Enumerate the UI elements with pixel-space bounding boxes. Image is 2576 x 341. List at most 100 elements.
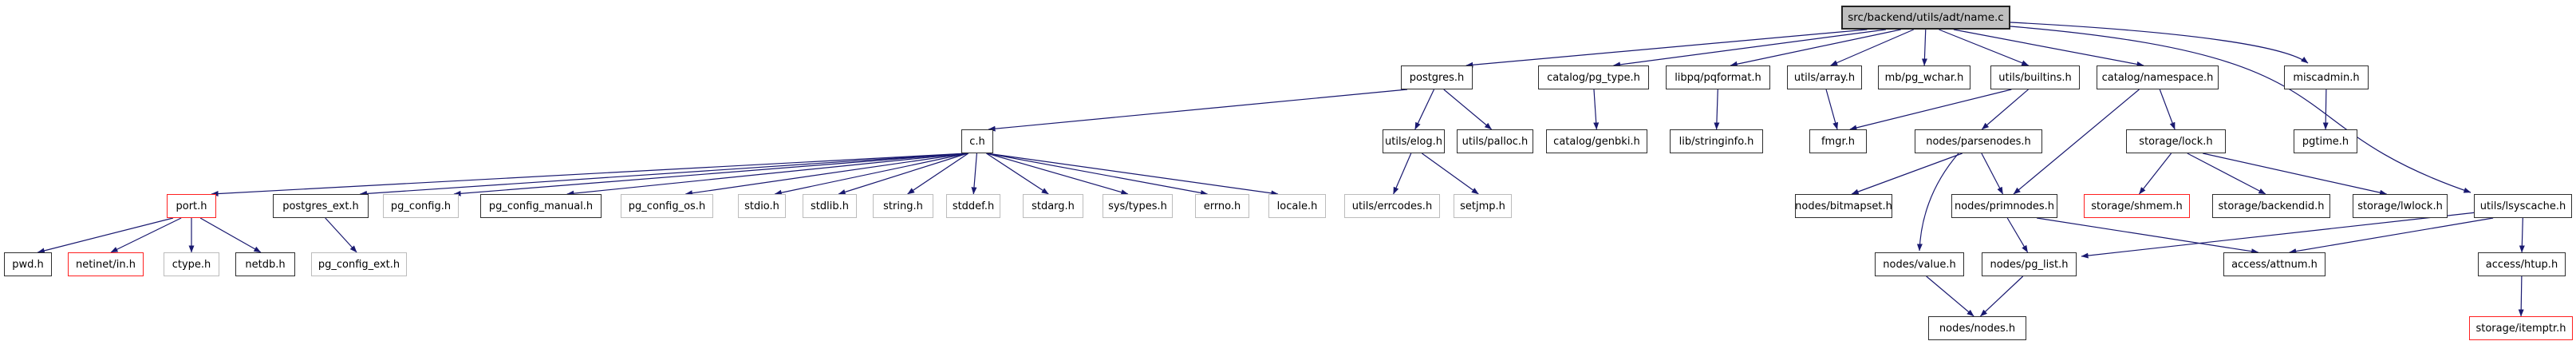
graph-node-stringinfo[interactable]: lib/stringinfo.h xyxy=(1670,129,1763,153)
graph-node-postgres[interactable]: postgres.h xyxy=(1401,65,1473,89)
graph-node-errno[interactable]: errno.h xyxy=(1195,194,1249,218)
graph-node-palloc[interactable]: utils/palloc.h xyxy=(1457,129,1533,153)
edge-lock-to-lwlock xyxy=(2203,153,2388,196)
edge-root-to-wchar xyxy=(1921,29,1927,66)
graph-node-stdio[interactable]: stdio.h xyxy=(738,194,786,218)
edge-c-to-port xyxy=(211,153,968,197)
graph-node-netdb[interactable]: netdb.h xyxy=(235,252,295,276)
graph-node-c[interactable]: c.h xyxy=(961,129,993,153)
graph-node-root[interactable]: src/backend/utils/adt/name.c xyxy=(1841,6,2010,30)
graph-node-port[interactable]: port.h xyxy=(167,194,216,218)
graph-node-value[interactable]: nodes/value.h xyxy=(1875,252,1964,276)
edge-value-to-nodes xyxy=(1926,276,1974,317)
edge-namespace-to-lock xyxy=(2159,89,2176,130)
edge-postgres-to-c xyxy=(988,89,1408,132)
edge-parsenodes-to-primnodes xyxy=(1981,153,2004,195)
edge-c-to-stdarg xyxy=(986,153,1049,195)
edge-root-to-miscadmin xyxy=(2010,22,2309,64)
edge-c-to-stdlib xyxy=(838,153,968,195)
edge-array-to-fmgr xyxy=(1825,89,1839,130)
graph-node-errcodes[interactable]: utils/errcodes.h xyxy=(1344,194,1440,218)
graph-node-nodes[interactable]: nodes/nodes.h xyxy=(1928,316,2026,340)
edge-c-to-pg_config xyxy=(453,153,968,196)
graph-node-netinet-in[interactable]: netinet/in.h xyxy=(68,252,144,276)
graph-node-attnum[interactable]: access/attnum.h xyxy=(2223,252,2326,276)
graph-node-itemptr[interactable]: storage/itemptr.h xyxy=(2469,316,2573,340)
graph-node-miscadmin[interactable]: miscadmin.h xyxy=(2284,65,2369,89)
graph-node-sys-types[interactable]: sys/types.h xyxy=(1103,194,1173,218)
graph-node-primnodes[interactable]: nodes/primnodes.h xyxy=(1951,194,2057,218)
edge-c-to-postgres_ext xyxy=(359,153,968,196)
graph-node-postgres-ext[interactable]: postgres_ext.h xyxy=(273,194,369,218)
edge-pg_type-to-genbki xyxy=(1593,89,1600,130)
edge-postgres-to-palloc xyxy=(1443,89,1493,130)
graph-node-wchar[interactable]: mb/pg_wchar.h xyxy=(1878,65,1970,89)
graph-node-parsenodes[interactable]: nodes/parsenodes.h xyxy=(1915,129,2042,153)
graph-node-bitmapset[interactable]: nodes/bitmapset.h xyxy=(1795,194,1892,218)
graph-node-array[interactable]: utils/array.h xyxy=(1787,65,1862,89)
graph-node-pgtime[interactable]: pgtime.h xyxy=(2294,129,2357,153)
edge-pqformat-to-stringinfo xyxy=(1714,89,1720,130)
graph-node-shmem[interactable]: storage/shmem.h xyxy=(2084,194,2190,218)
graph-node-lwlock[interactable]: storage/lwlock.h xyxy=(2353,194,2448,218)
graph-node-pg-config-ext[interactable]: pg_config_ext.h xyxy=(311,252,407,276)
edge-elog-to-setjmp xyxy=(1422,153,1479,195)
edge-namespace-to-primnodes xyxy=(2013,89,2140,195)
edge-root-to-pg_type xyxy=(1613,29,1887,68)
graph-node-stddef[interactable]: stddef.h xyxy=(946,194,1000,218)
graph-node-stdarg[interactable]: stdarg.h xyxy=(1023,194,1083,218)
edge-elog-to-errcodes xyxy=(1393,153,1412,195)
edge-root-to-namespace xyxy=(1953,29,2144,67)
graph-node-backendid[interactable]: storage/backendid.h xyxy=(2212,194,2330,218)
edge-c-to-stddef xyxy=(971,153,977,195)
graph-node-pqformat[interactable]: libpq/pqformat.h xyxy=(1666,65,1770,89)
edge-builtins-to-parsenodes xyxy=(1981,89,2029,130)
edge-port-to-netinet_in xyxy=(110,217,182,253)
graph-node-lsyscache[interactable]: utils/lsyscache.h xyxy=(2474,194,2572,218)
edge-root-to-builtins xyxy=(1939,29,2030,66)
edge-c-to-pg_config_os xyxy=(684,153,968,196)
edge-c-to-string xyxy=(907,153,969,195)
graph-node-pg-config-os[interactable]: pg_config_os.h xyxy=(621,194,713,218)
edge-c-to-locale xyxy=(986,153,1279,196)
edge-parsenodes-to-bitmapset xyxy=(1851,153,1963,195)
edge-port-to-netdb xyxy=(199,217,262,253)
graph-node-pg-list[interactable]: nodes/pg_list.h xyxy=(1982,252,2077,276)
edge-lsyscache-to-pg_list xyxy=(2081,212,2477,259)
edge-primnodes-to-attnum xyxy=(2037,217,2259,255)
edge-c-to-errno xyxy=(986,153,1208,196)
graph-node-pwd[interactable]: pwd.h xyxy=(4,252,52,276)
graph-node-builtins[interactable]: utils/builtins.h xyxy=(1990,65,2080,89)
edge-root-to-pqformat xyxy=(1730,29,1901,67)
edge-pg_list-to-nodes xyxy=(1979,276,2024,317)
graph-node-pg-config[interactable]: pg_config.h xyxy=(383,194,459,218)
edge-root-to-array xyxy=(1830,29,1914,66)
graph-node-lock[interactable]: storage/lock.h xyxy=(2126,129,2226,153)
edge-c-to-pg_config_manual xyxy=(566,153,968,196)
graph-node-setjmp[interactable]: setjmp.h xyxy=(1454,194,1512,218)
edge-c-to-sys_types xyxy=(986,153,1129,195)
graph-node-htup[interactable]: access/htup.h xyxy=(2478,252,2566,276)
graph-node-elog[interactable]: utils/elog.h xyxy=(1383,129,1445,153)
graph-node-locale[interactable]: locale.h xyxy=(1268,194,1326,218)
graph-node-string[interactable]: string.h xyxy=(873,194,933,218)
edge-postgres_ext-to-pg_config_ext xyxy=(325,217,357,253)
edge-c-to-stdio xyxy=(774,153,968,196)
graph-node-pg-config-manual[interactable]: pg_config_manual.h xyxy=(480,194,602,218)
edge-primnodes-to-pg_list xyxy=(2006,217,2029,253)
graph-node-namespace[interactable]: catalog/namespace.h xyxy=(2097,65,2219,89)
edge-parsenodes-to-value xyxy=(1916,153,1959,252)
edge-lsyscache-to-htup xyxy=(2519,217,2525,253)
graph-node-pg-type[interactable]: catalog/pg_type.h xyxy=(1538,65,1649,89)
edge-htup-to-itemptr xyxy=(2518,276,2524,317)
graph-node-ctype[interactable]: ctype.h xyxy=(164,252,219,276)
edge-root-to-lsyscache xyxy=(2010,26,2471,193)
edge-root-to-postgres xyxy=(1466,29,1868,68)
graph-node-stdlib[interactable]: stdlib.h xyxy=(803,194,857,218)
edge-lock-to-backendid xyxy=(2187,153,2266,195)
graph-node-genbki[interactable]: catalog/genbki.h xyxy=(1546,129,1647,153)
edge-postgres-to-elog xyxy=(1414,89,1435,130)
graph-node-fmgr[interactable]: fmgr.h xyxy=(1809,129,1867,153)
